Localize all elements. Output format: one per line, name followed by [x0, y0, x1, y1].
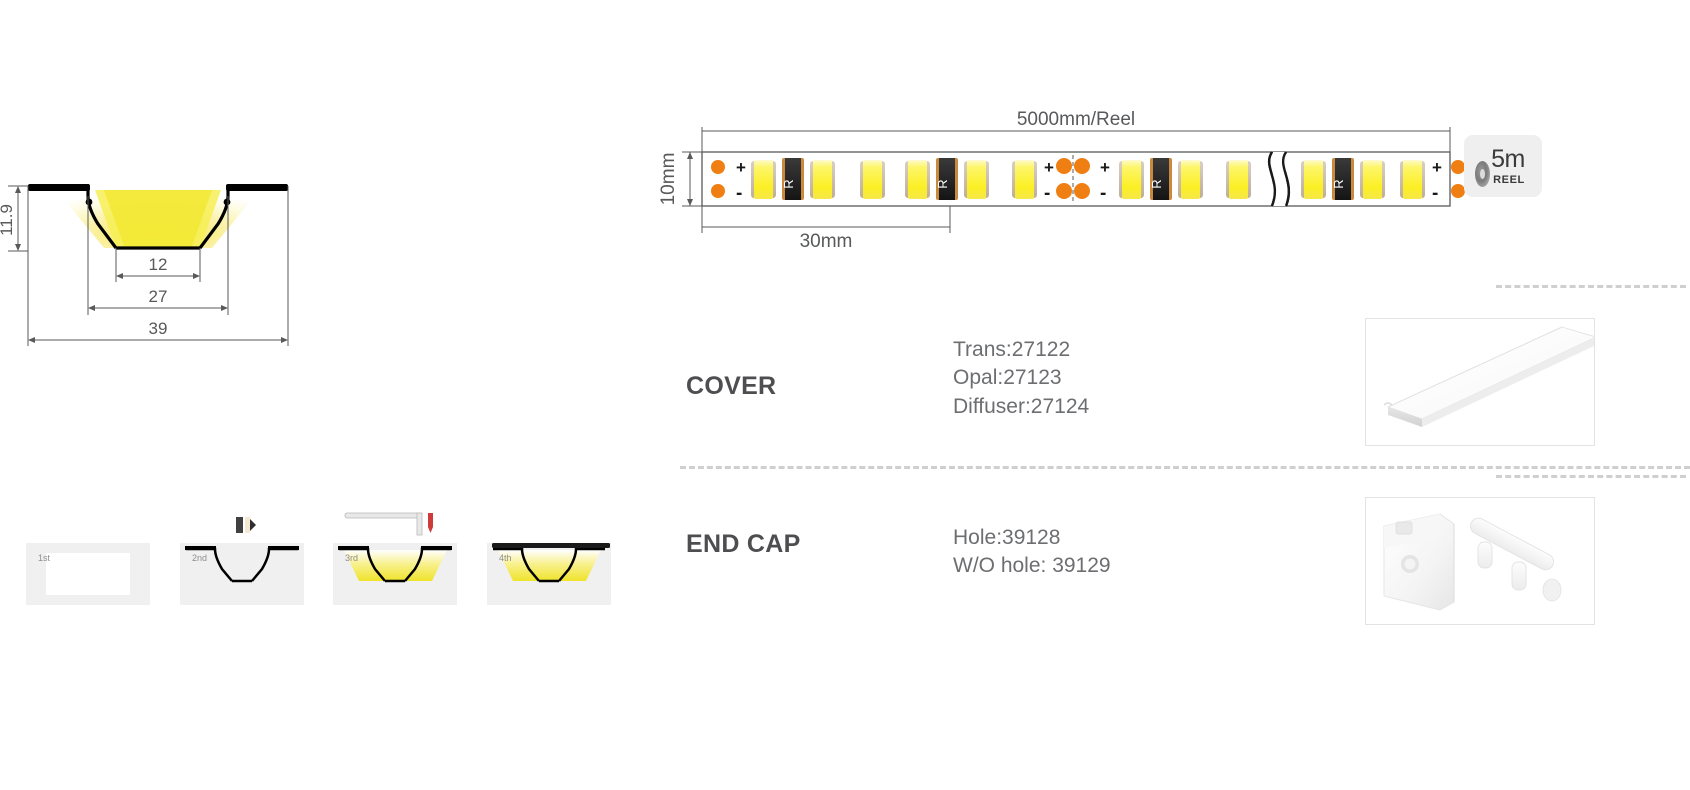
end-cap-without-hole	[1469, 517, 1562, 602]
polarity-minus: -	[736, 183, 742, 204]
profile-top-flanges	[28, 184, 288, 191]
strip-components: + - R	[711, 151, 1465, 207]
svg-text:R: R	[1331, 179, 1346, 188]
cut-length-label: 30mm	[800, 231, 853, 250]
profile-cross-section: 11.9 12 27 39	[0, 150, 320, 350]
end-cap-row-title: END CAP	[686, 530, 801, 558]
svg-text:R: R	[1149, 179, 1164, 188]
profile-light-fill	[58, 190, 258, 248]
led-chip	[905, 160, 930, 199]
dimension-led-width	[115, 248, 201, 282]
end-cap-with-hole	[1383, 513, 1455, 611]
resistor: R	[781, 158, 804, 200]
reel-unit-label: REEL	[1493, 173, 1525, 186]
led-chip	[751, 160, 776, 199]
divider-top-right	[1496, 285, 1686, 288]
profile-clips	[85, 198, 231, 206]
led-chip	[810, 160, 835, 199]
resistor: R	[935, 158, 958, 200]
step-4-label: 4th	[499, 553, 512, 563]
end-cap-code-hole: Hole:39128	[953, 526, 1061, 549]
dimension-inner-width	[87, 196, 229, 315]
reel-badge: 5m REEL	[1464, 135, 1542, 197]
polarity-plus: +	[736, 158, 746, 177]
step-2-strip-icon	[236, 517, 256, 533]
section-divider	[680, 466, 1690, 469]
led-strip-diagram: 5000mm/Reel 10mm + -	[658, 105, 1690, 252]
cut-pad-cluster	[1056, 155, 1090, 203]
dimension-cut-length	[701, 206, 951, 233]
led-chip	[1119, 160, 1144, 199]
solder-pad-group	[711, 160, 725, 198]
dimension-outer-width	[27, 186, 289, 346]
polarity-plus: +	[1044, 158, 1054, 177]
dimension-height	[8, 185, 28, 252]
step-1: 1st	[26, 543, 150, 605]
step-4: 4th	[487, 543, 611, 605]
reel-length-value: 5m	[1491, 144, 1525, 173]
reel-length-label: 5000mm/Reel	[1017, 109, 1135, 130]
step-2	[180, 517, 304, 605]
dimension-inner-width-label: 27	[149, 287, 168, 306]
installation-steps: 1st	[0, 495, 640, 605]
cover-code-trans: Trans:27122	[953, 338, 1071, 361]
dimension-led-width-label: 12	[149, 255, 168, 274]
svg-text:R: R	[781, 179, 796, 188]
end-cap-codes: Hole:39128 W/O hole: 39129	[953, 524, 1293, 581]
led-chip	[1301, 160, 1326, 199]
polarity-plus: +	[1432, 158, 1442, 177]
resistor: R	[1149, 158, 1172, 200]
cover-photo	[1365, 318, 1595, 446]
led-chip	[1012, 160, 1037, 199]
resistor: R	[1331, 158, 1354, 200]
cover-row-title: COVER	[686, 372, 777, 400]
solder-pad-group-end	[1451, 160, 1465, 198]
step-2-label: 2nd	[192, 553, 207, 563]
polarity-minus: -	[1100, 183, 1106, 204]
led-chip	[964, 160, 989, 199]
step-1-label: 1st	[38, 553, 51, 563]
polarity-minus: -	[1044, 183, 1050, 204]
svg-text:R: R	[935, 179, 950, 188]
end-cap-code-no-hole: W/O hole: 39129	[953, 554, 1111, 578]
dimension-height-label: 11.9	[0, 204, 16, 236]
led-chip	[860, 160, 885, 199]
led-chip	[1226, 160, 1251, 199]
polarity-minus: -	[1432, 183, 1438, 204]
reel-spool-icon	[1475, 161, 1490, 187]
strip-height-label: 10mm	[660, 153, 679, 206]
step-3-cover-piece	[344, 512, 433, 536]
end-cap-photo	[1365, 497, 1595, 625]
polarity-plus: +	[1100, 158, 1110, 177]
cover-code-diffuser: Diffuser:27124	[953, 394, 1090, 418]
dimension-outer-width-label: 39	[149, 319, 168, 338]
strip-break-symbol-b	[1267, 151, 1291, 207]
led-chip	[1360, 160, 1385, 199]
step-3: 3rd	[333, 512, 457, 605]
led-chip	[1178, 160, 1203, 199]
cover-codes: Trans:27122 Opal:27123 Diffuser:27124	[953, 336, 1293, 421]
led-chip	[1400, 160, 1425, 199]
dimension-strip-height	[682, 151, 702, 207]
step-3-label: 3rd	[345, 553, 358, 563]
cover-code-opal: Opal:27123	[953, 366, 1062, 390]
divider-bottom-right	[1496, 475, 1686, 478]
